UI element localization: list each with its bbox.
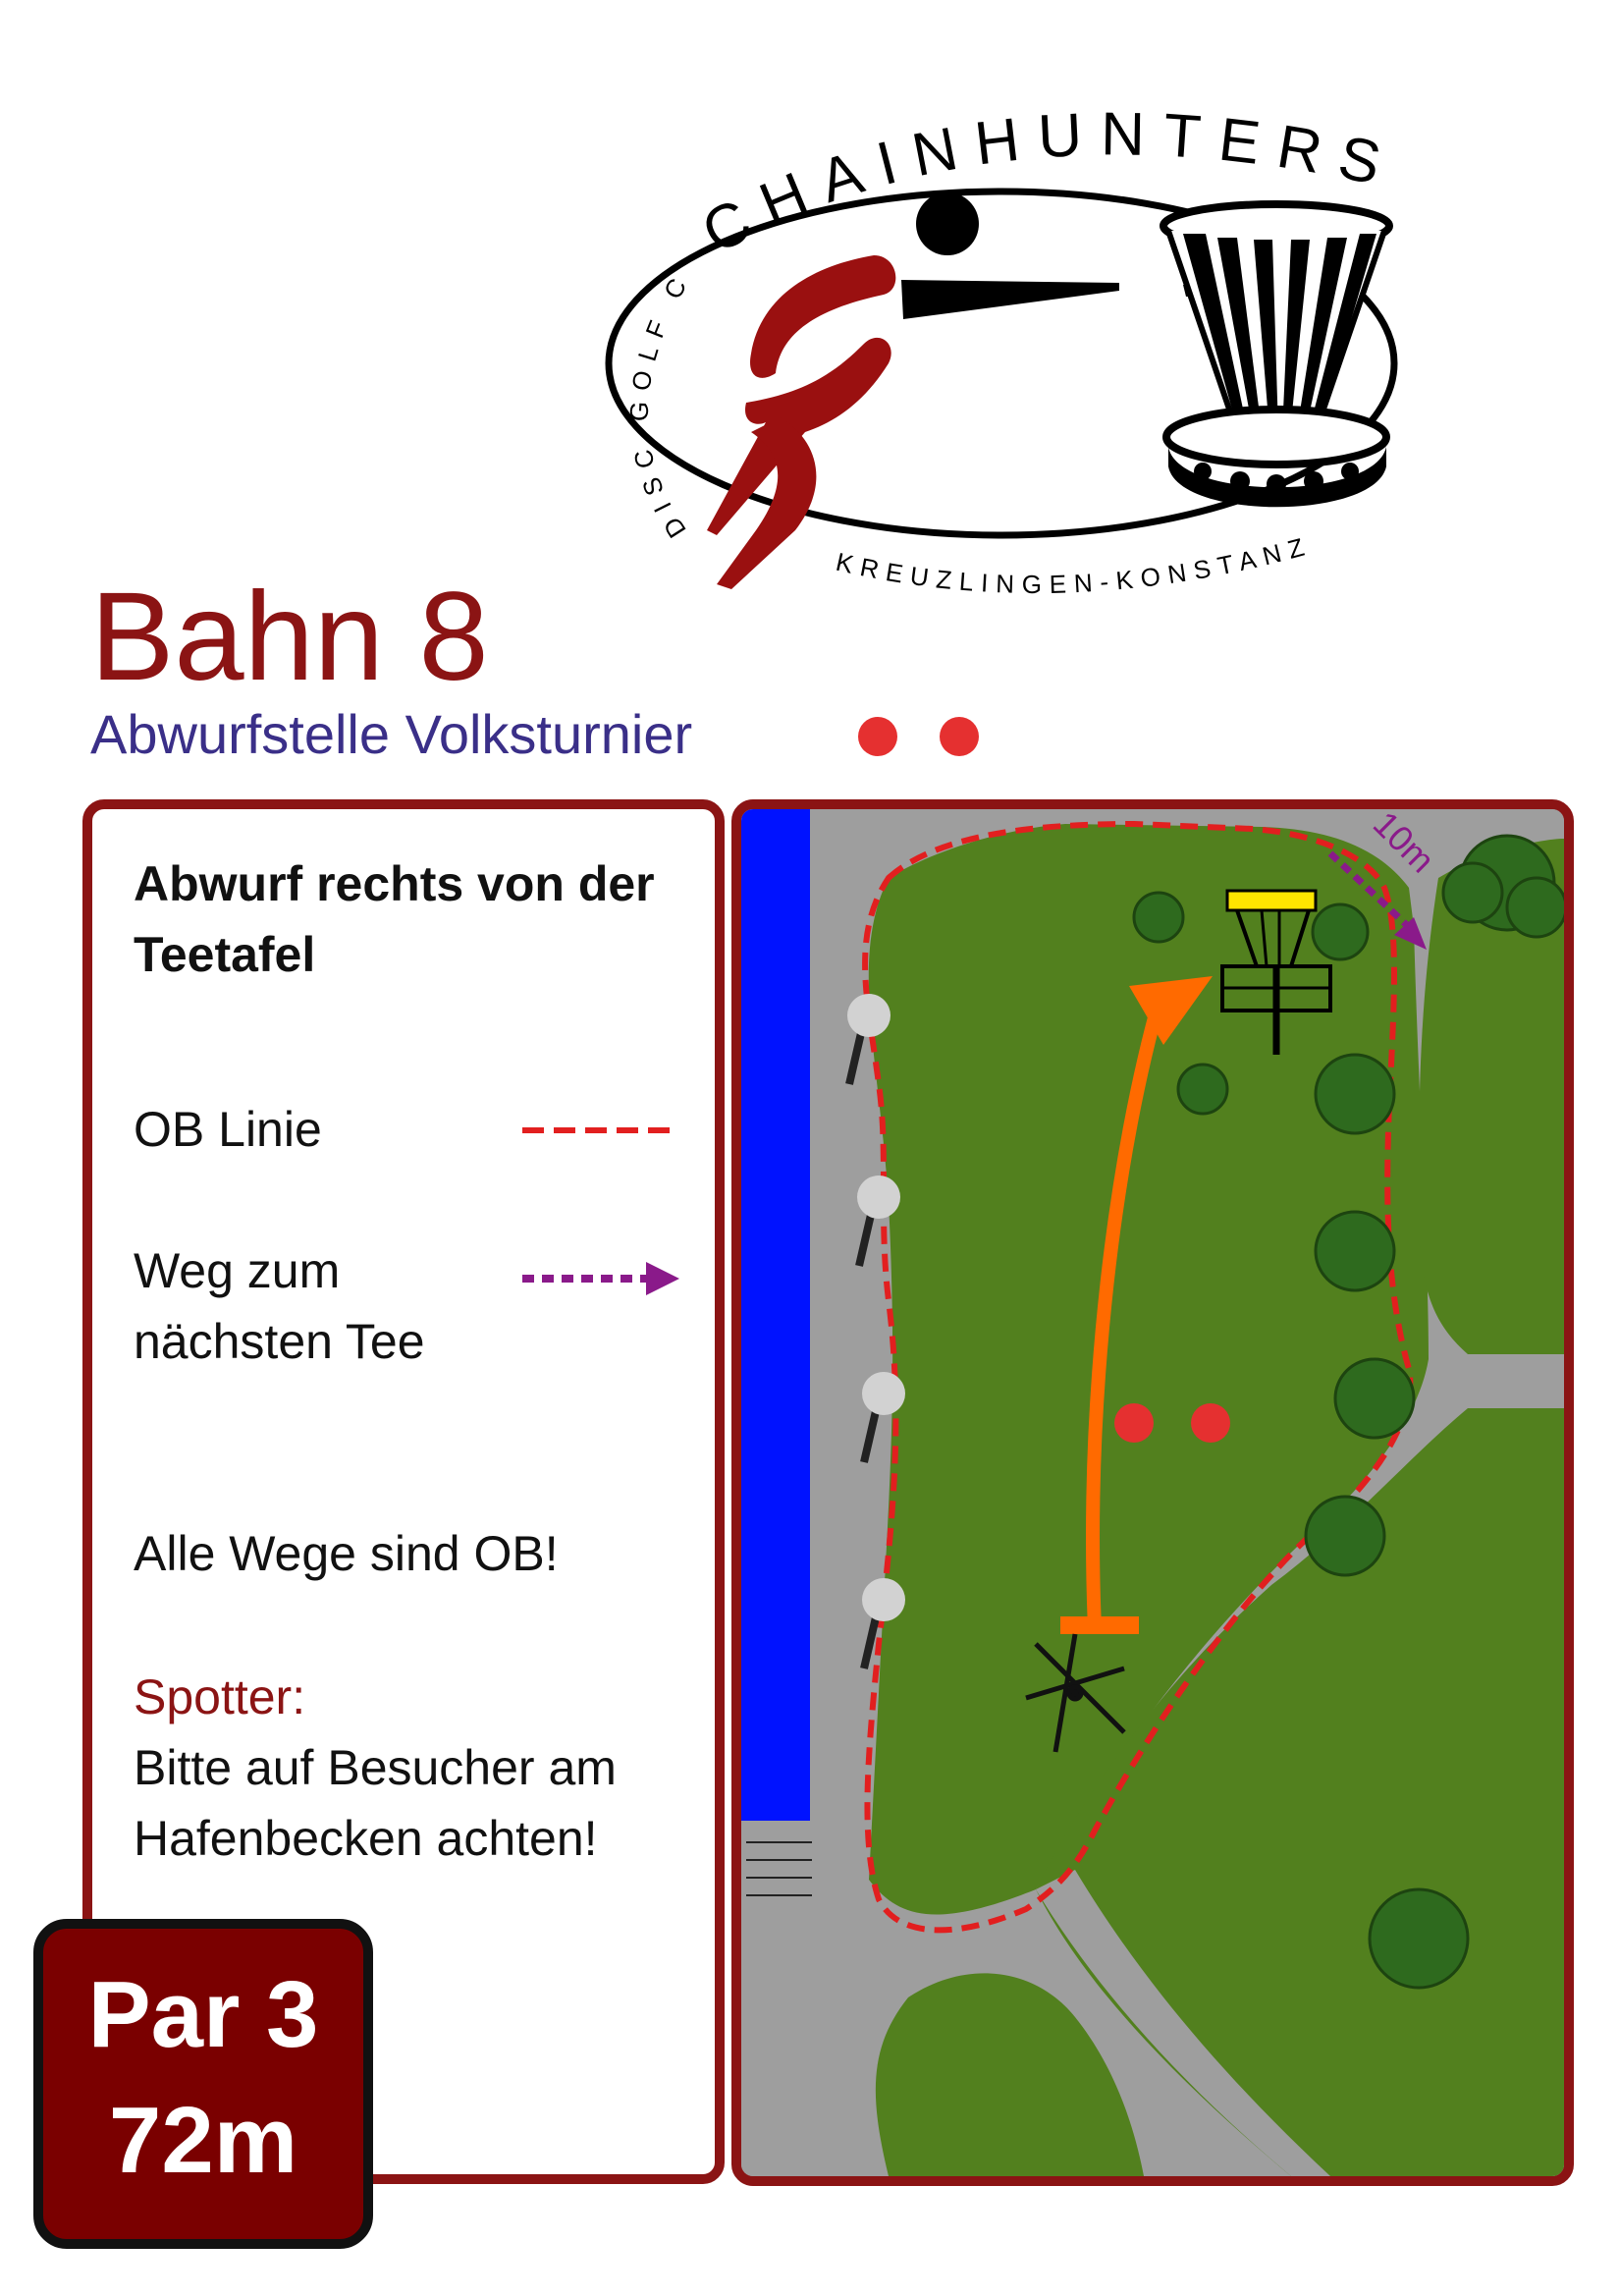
tree-icon [1441, 834, 1564, 939]
tee-instruction: Abwurf rechts von der Teetafel [134, 856, 655, 982]
par-box: Par 3 72m [33, 1919, 373, 2249]
logo-prefix-text: DISC GOLF CLUB [569, 108, 697, 543]
sculpture-icon [1025, 1633, 1126, 1753]
tree-icon [1368, 1887, 1470, 1990]
tree-icon [1314, 1210, 1396, 1292]
fairway-grass [868, 824, 1429, 1915]
basket-icon [1220, 889, 1332, 1055]
tree-icon [1333, 1357, 1416, 1440]
lamp-icons [845, 994, 905, 1669]
tree-icon [1176, 1063, 1229, 1116]
tee-label: Abwurfstelle Volksturnier [90, 703, 693, 765]
hole-title: Bahn 8 [90, 567, 489, 707]
logo-location-text: KREUZLINGEN-KONSTANZ [834, 530, 1315, 599]
ob-line [862, 820, 1414, 1934]
tree-icon [1304, 1495, 1386, 1577]
path-diagonal [1036, 1870, 1330, 2176]
harbour-basin [741, 809, 810, 1821]
logo-ellipse [605, 188, 1398, 539]
grass-east-upper [1419, 839, 1564, 1354]
tree-icon [1132, 891, 1185, 944]
steps [746, 1841, 812, 1896]
lamp-icon [855, 1175, 900, 1267]
tree-icon [1314, 1053, 1396, 1135]
thrower-figure-icon [707, 192, 1281, 589]
legend-path-label: Weg zum nächsten Tee [134, 1243, 425, 1369]
basket-logo-icon [1160, 200, 1393, 508]
ob-note: Alle Wege sind OB! [134, 1526, 559, 1581]
tee-position-icon [1114, 1403, 1230, 1443]
tee-marker-icon [858, 717, 979, 756]
par-value: Par 3 [87, 1962, 319, 2067]
next-tee-legend-icon [522, 1262, 679, 1295]
hole-map-drawing: 10m [741, 809, 1564, 2176]
lamp-icon [860, 1372, 905, 1463]
tree-icon [1311, 902, 1370, 961]
grass-south [875, 1973, 1144, 2176]
hole-distance: 72m [108, 2088, 298, 2193]
tree-icons [1132, 834, 1564, 1990]
ob-line-legend-icon [522, 1127, 675, 1133]
hole-map: 10m [731, 799, 1574, 2186]
spotter-heading: Spotter: [134, 1669, 306, 1724]
lamp-icon [845, 994, 890, 1085]
flight-path-arrow [1060, 976, 1213, 1634]
legend-ob-label: OB Linie [134, 1102, 322, 1157]
lamp-icon [860, 1578, 905, 1669]
spotter-text: Bitte auf Besucher am Hafenbecken achten… [134, 1740, 617, 1866]
chainhunters-logo: CHAINHUNTERS DISC GOLF CLUB KREUZLINGEN-… [569, 108, 1398, 599]
